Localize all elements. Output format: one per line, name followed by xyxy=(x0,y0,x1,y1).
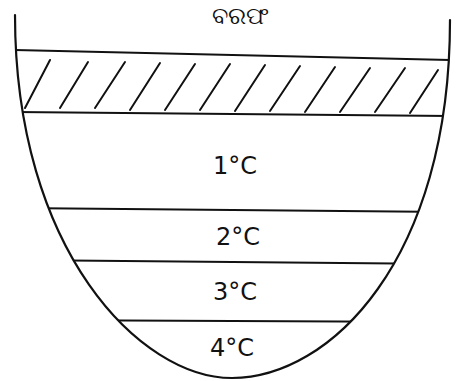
layer-line xyxy=(10,260,455,264)
layer-line xyxy=(10,208,455,212)
water-surface-line xyxy=(10,50,455,60)
ice-bottom-line xyxy=(10,112,455,116)
temperature-layer: 3°C xyxy=(207,277,263,307)
layer-line xyxy=(10,320,455,322)
ice-hatching xyxy=(25,60,438,113)
temperature-label: 3°C xyxy=(213,279,257,305)
temperature-label: 1°C xyxy=(213,153,257,179)
temperature-label: 4°C xyxy=(210,335,254,361)
temperature-layer: 4°C xyxy=(204,333,260,363)
temperature-layer: 1°C xyxy=(207,151,263,181)
ice-label: ବରଫ xyxy=(212,3,269,29)
temperature-layer: 2°C xyxy=(210,222,266,252)
temperature-label: 2°C xyxy=(216,224,260,250)
lake-bowl-outline xyxy=(15,15,450,378)
